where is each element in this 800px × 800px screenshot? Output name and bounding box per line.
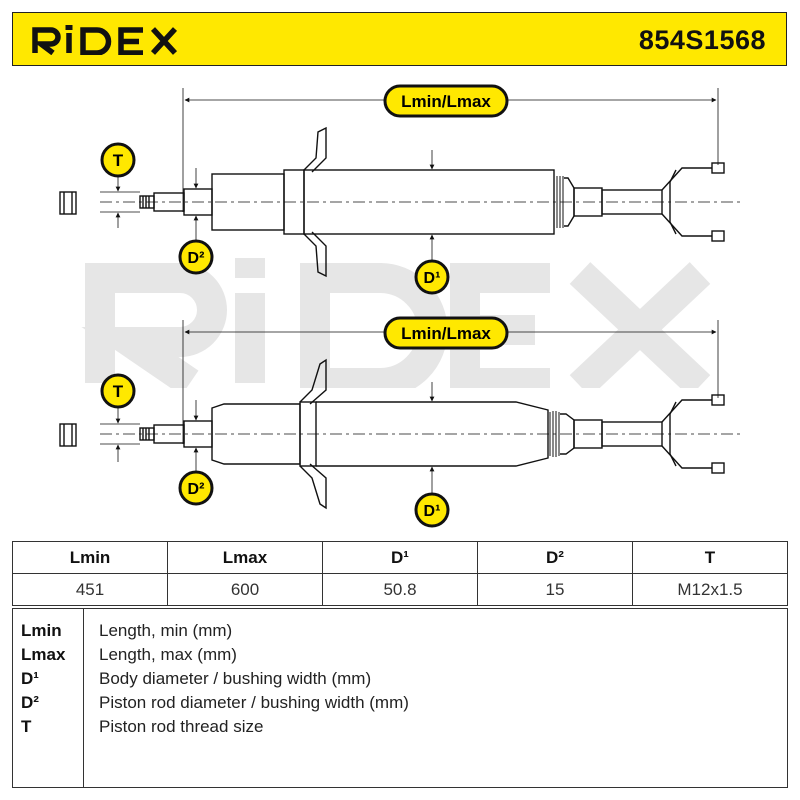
specs-value-row: 451 600 50.8 15 M12x1.5 xyxy=(12,573,788,606)
legend-item: Lmin Length, min (mm) xyxy=(13,619,789,643)
header-t: T xyxy=(632,541,788,574)
svg-text:Lmin/Lmax: Lmin/Lmax xyxy=(401,92,491,111)
legend-item: Lmax Length, max (mm) xyxy=(13,643,789,667)
svg-text:T: T xyxy=(113,382,124,401)
legend-description: Body diameter / bushing width (mm) xyxy=(99,669,372,688)
badge-t-lower: T xyxy=(100,373,136,409)
legend-divider xyxy=(83,609,84,787)
legend-key: Lmin xyxy=(21,621,62,640)
svg-text:D²: D² xyxy=(188,250,205,267)
svg-text:T: T xyxy=(113,151,124,170)
dimension-badge-lmin-lmax-lower: Lmin/Lmax xyxy=(383,316,509,350)
legend-key: T xyxy=(21,717,32,736)
legend-description: Length, min (mm) xyxy=(99,621,233,640)
header-lmax: Lmax xyxy=(167,541,323,574)
value-d1: 50.8 xyxy=(322,573,478,606)
header-lmin: Lmin xyxy=(12,541,168,574)
legend-description: Piston rod thread size xyxy=(99,717,264,736)
badge-d1-lower: D¹ xyxy=(414,492,450,528)
header-bar: 854S1568 xyxy=(12,12,787,66)
legend-description: Length, max (mm) xyxy=(99,645,237,664)
technical-drawing: Lmin/Lmax T D² D¹ Lmin/Lmax T D² D¹ xyxy=(59,84,740,528)
value-d2: 15 xyxy=(477,573,633,606)
part-number: 854S1568 xyxy=(638,25,766,55)
legend-key: Lmax xyxy=(21,645,66,664)
badge-d2-lower: D² xyxy=(178,470,214,506)
value-lmin: 451 xyxy=(12,573,168,606)
shock-absorber-upper xyxy=(59,126,740,278)
value-t: M12x1.5 xyxy=(632,573,788,606)
specs-table: Lmin Lmax D¹ D² T 451 600 50.8 15 M12x1.… xyxy=(12,541,788,606)
ridex-logo xyxy=(32,25,178,55)
svg-text:D²: D² xyxy=(188,481,205,498)
badge-d1-upper: D¹ xyxy=(414,259,450,295)
legend-item: D¹ Body diameter / bushing width (mm) xyxy=(13,667,789,691)
header-d2: D² xyxy=(477,541,633,574)
value-lmax: 600 xyxy=(167,573,323,606)
specs-header-row: Lmin Lmax D¹ D² T xyxy=(12,541,788,574)
badge-t-upper: T xyxy=(100,142,136,178)
legend-item: D² Piston rod diameter / bushing width (… xyxy=(13,691,789,715)
svg-text:Lmin/Lmax: Lmin/Lmax xyxy=(401,324,491,343)
legend-description: Piston rod diameter / bushing width (mm) xyxy=(99,693,409,712)
svg-text:D¹: D¹ xyxy=(424,503,441,520)
dimension-badge-lmin-lmax-upper: Lmin/Lmax xyxy=(383,84,509,118)
legend-box: Lmin Length, min (mm) Lmax Length, max (… xyxy=(12,608,788,788)
shock-absorber-lower xyxy=(59,358,740,510)
legend-key: D¹ xyxy=(21,669,39,688)
legend-key: D² xyxy=(21,693,39,712)
legend-item: T Piston rod thread size xyxy=(13,715,789,739)
svg-text:D¹: D¹ xyxy=(424,270,441,287)
header-d1: D¹ xyxy=(322,541,478,574)
badge-d2-upper: D² xyxy=(178,239,214,275)
